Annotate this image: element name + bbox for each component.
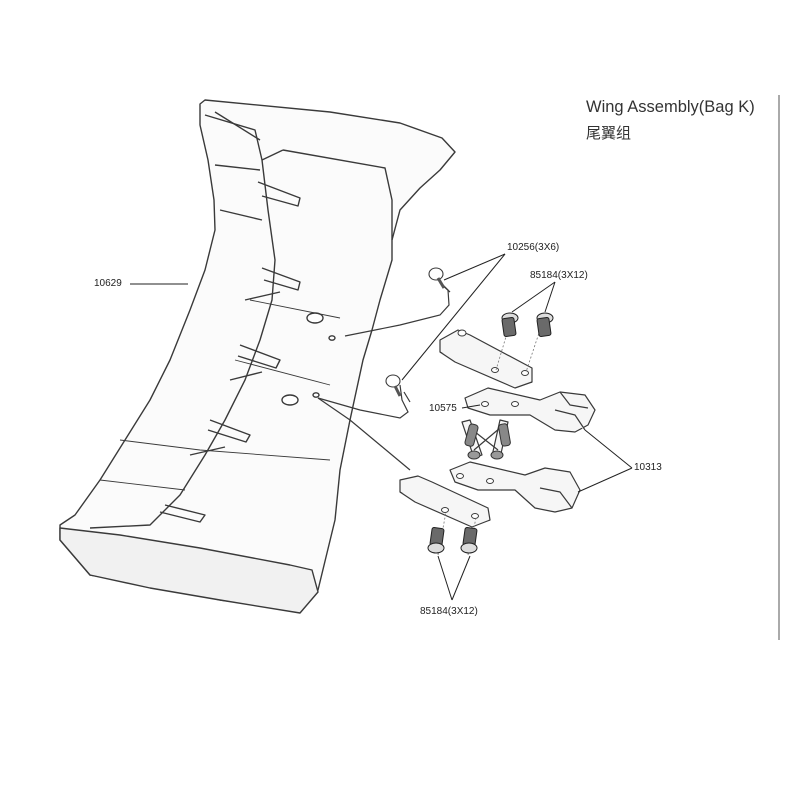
wing-rib: [237, 344, 281, 369]
wing-mount-hole: [306, 312, 324, 324]
mount-post-hardware: [464, 423, 511, 460]
leader-lines-10256: [401, 253, 506, 381]
wing-deck-line: [282, 149, 393, 240]
body-clip-head: [385, 267, 446, 397]
leader-lines-10313: [577, 429, 633, 493]
mount-holes: [441, 329, 529, 519]
upper-wing-stay: [464, 387, 596, 433]
part-label-screw-bottom: 85184(3X12): [420, 606, 478, 617]
diagram-title-cn: 尾翼组: [586, 124, 632, 142]
part-label-screw-top: 85184(3X12): [530, 270, 588, 281]
part-label-wing: 10629: [94, 278, 122, 289]
wing-endplate-bottom: [59, 527, 319, 614]
wing-rib: [159, 504, 206, 523]
part-label-body-clip: 10256(3X6): [507, 242, 560, 253]
part-label-wing-stay: 10313: [634, 462, 662, 473]
wing-rib: [257, 181, 301, 207]
body-clip-part: [317, 279, 451, 471]
leader-line-10575: [461, 404, 481, 409]
leader-lines-85184-top: [511, 281, 556, 313]
wing-mount-bracket: [399, 329, 596, 528]
leader-lines-85184-bottom: [437, 555, 471, 601]
diagram-title: Wing Assembly(Bag K): [586, 98, 755, 116]
rear-wing-part: [59, 99, 456, 614]
wing-mount-hole: [281, 394, 299, 406]
wing-outline: [59, 99, 456, 611]
wing-rib: [261, 267, 301, 291]
part-label-wing-mount: 10575: [429, 403, 457, 414]
screw-85184-top: [501, 312, 554, 337]
screw-85184-bottom: [427, 527, 478, 554]
body-clip-wire: [317, 384, 409, 419]
wing-rib: [207, 419, 251, 443]
